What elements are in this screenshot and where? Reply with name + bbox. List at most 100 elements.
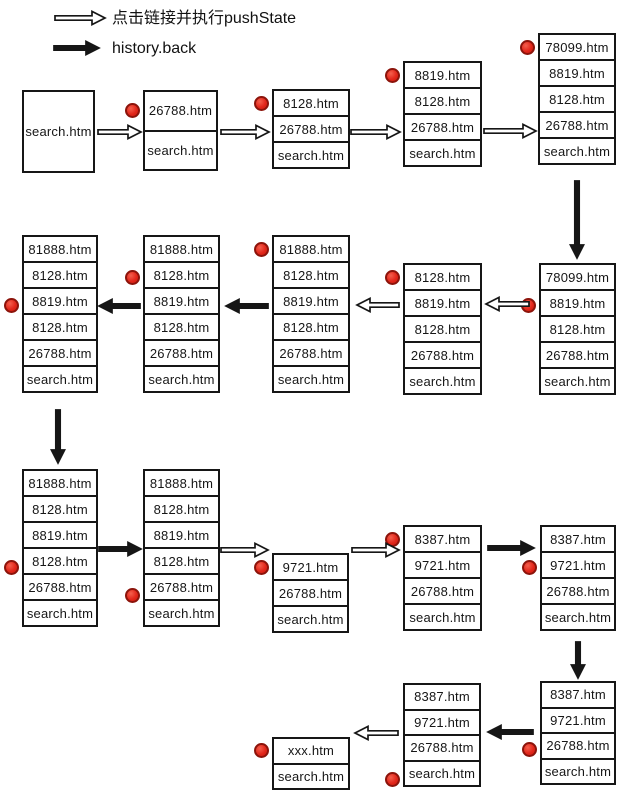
current-entry-dot	[253, 95, 269, 111]
history-entry: 26788.htm	[540, 577, 616, 605]
history-entry: 81888.htm	[143, 469, 220, 497]
history-entry: 81888.htm	[272, 235, 350, 263]
history-entry: 8128.htm	[143, 495, 220, 523]
history-entry: 8387.htm	[403, 525, 482, 553]
history-entry: search.htm	[403, 759, 481, 787]
history-entry: search.htm	[22, 365, 98, 393]
history-entry: 26788.htm	[403, 577, 482, 605]
history-entry: 26788.htm	[403, 341, 482, 369]
history-back-arrow	[224, 298, 269, 314]
history-entry: 9721.htm	[540, 551, 616, 579]
history-entry: 8128.htm	[143, 547, 220, 575]
history-entry: 8128.htm	[403, 87, 482, 115]
pushstate-arrow	[483, 123, 538, 139]
history-entry: search.htm	[539, 367, 616, 395]
history-entry: 8128.htm	[403, 315, 482, 343]
history-entry: 26788.htm	[22, 573, 98, 601]
history-entry: 26788.htm	[143, 573, 220, 601]
current-entry-dot	[384, 67, 400, 83]
current-entry-dot	[521, 742, 537, 758]
history-entry: search.htm	[538, 137, 616, 165]
history-entry: 8819.htm	[539, 289, 616, 317]
pushstate-arrow	[484, 296, 530, 312]
pushstate-arrow	[355, 297, 400, 313]
history-entry: search.htm	[540, 603, 616, 631]
history-entry: 8819.htm	[403, 61, 482, 89]
history-entry: 26788.htm	[539, 341, 616, 369]
pushstate-arrow	[353, 725, 399, 741]
history-entry: search.htm	[143, 599, 220, 627]
history-entry: 8128.htm	[539, 315, 616, 343]
history-entry: 8387.htm	[403, 683, 481, 711]
history-back-arrow	[97, 298, 141, 314]
pushstate-arrow	[54, 10, 107, 26]
history-entry: 9721.htm	[540, 706, 616, 734]
history-entry: 8819.htm	[143, 521, 220, 549]
history-entry: 8819.htm	[538, 59, 616, 87]
history-entry: 8819.htm	[403, 289, 482, 317]
pushstate-arrow	[220, 542, 270, 558]
current-entry-dot	[521, 559, 537, 575]
pushstate-arrow	[97, 124, 143, 140]
current-entry-dot	[124, 587, 140, 603]
history-entry: 26788.htm	[540, 732, 616, 760]
history-entry: 9721.htm	[403, 551, 482, 579]
history-entry: 8819.htm	[143, 287, 220, 315]
current-entry-dot	[253, 559, 269, 575]
current-entry-dot	[3, 297, 19, 313]
history-entry: 26788.htm	[272, 339, 350, 367]
history-back-arrow	[50, 409, 66, 465]
history-entry: search.htm	[272, 762, 350, 790]
pushstate-arrow	[350, 124, 402, 140]
history-entry: xxx.htm	[272, 737, 350, 765]
history-stack: search.htm	[22, 90, 95, 173]
history-entry: 8128.htm	[538, 85, 616, 113]
history-entry: 26788.htm	[143, 90, 218, 132]
history-entry: search.htm	[403, 139, 482, 167]
legend-pushstate-label: 点击链接并执行pushState	[112, 10, 297, 27]
history-entry: 8128.htm	[272, 313, 350, 341]
history-entry: search.htm	[272, 605, 349, 633]
history-entry: 8387.htm	[540, 525, 616, 553]
current-entry-dot	[124, 103, 140, 119]
history-entry: 8128.htm	[272, 261, 350, 289]
current-entry-dot	[124, 269, 140, 285]
legend-history-back-label: history.back	[112, 40, 197, 57]
current-entry-dot	[519, 39, 535, 55]
history-entry: search.htm	[403, 367, 482, 395]
history-entry: 81888.htm	[22, 235, 98, 263]
current-entry-dot	[253, 241, 269, 257]
pushstate-arrow	[220, 124, 271, 140]
pushstate-arrow	[351, 542, 401, 558]
history-entry: 8128.htm	[22, 495, 98, 523]
history-entry: search.htm	[272, 141, 350, 169]
history-entry: 8128.htm	[403, 263, 482, 291]
history-entry: 26788.htm	[272, 579, 349, 607]
history-entry: 8819.htm	[22, 521, 98, 549]
history-entry: 8128.htm	[22, 261, 98, 289]
history-entry: 26788.htm	[143, 339, 220, 367]
current-entry-dot	[3, 559, 19, 575]
history-entry: 8128.htm	[22, 313, 98, 341]
history-entry: search.htm	[143, 365, 220, 393]
history-entry: 81888.htm	[143, 235, 220, 263]
history-entry: 8128.htm	[272, 89, 350, 117]
history-entry: 26788.htm	[403, 113, 482, 141]
history-back-arrow	[487, 540, 536, 556]
history-entry: search.htm	[143, 129, 218, 171]
history-back-arrow	[570, 641, 586, 680]
